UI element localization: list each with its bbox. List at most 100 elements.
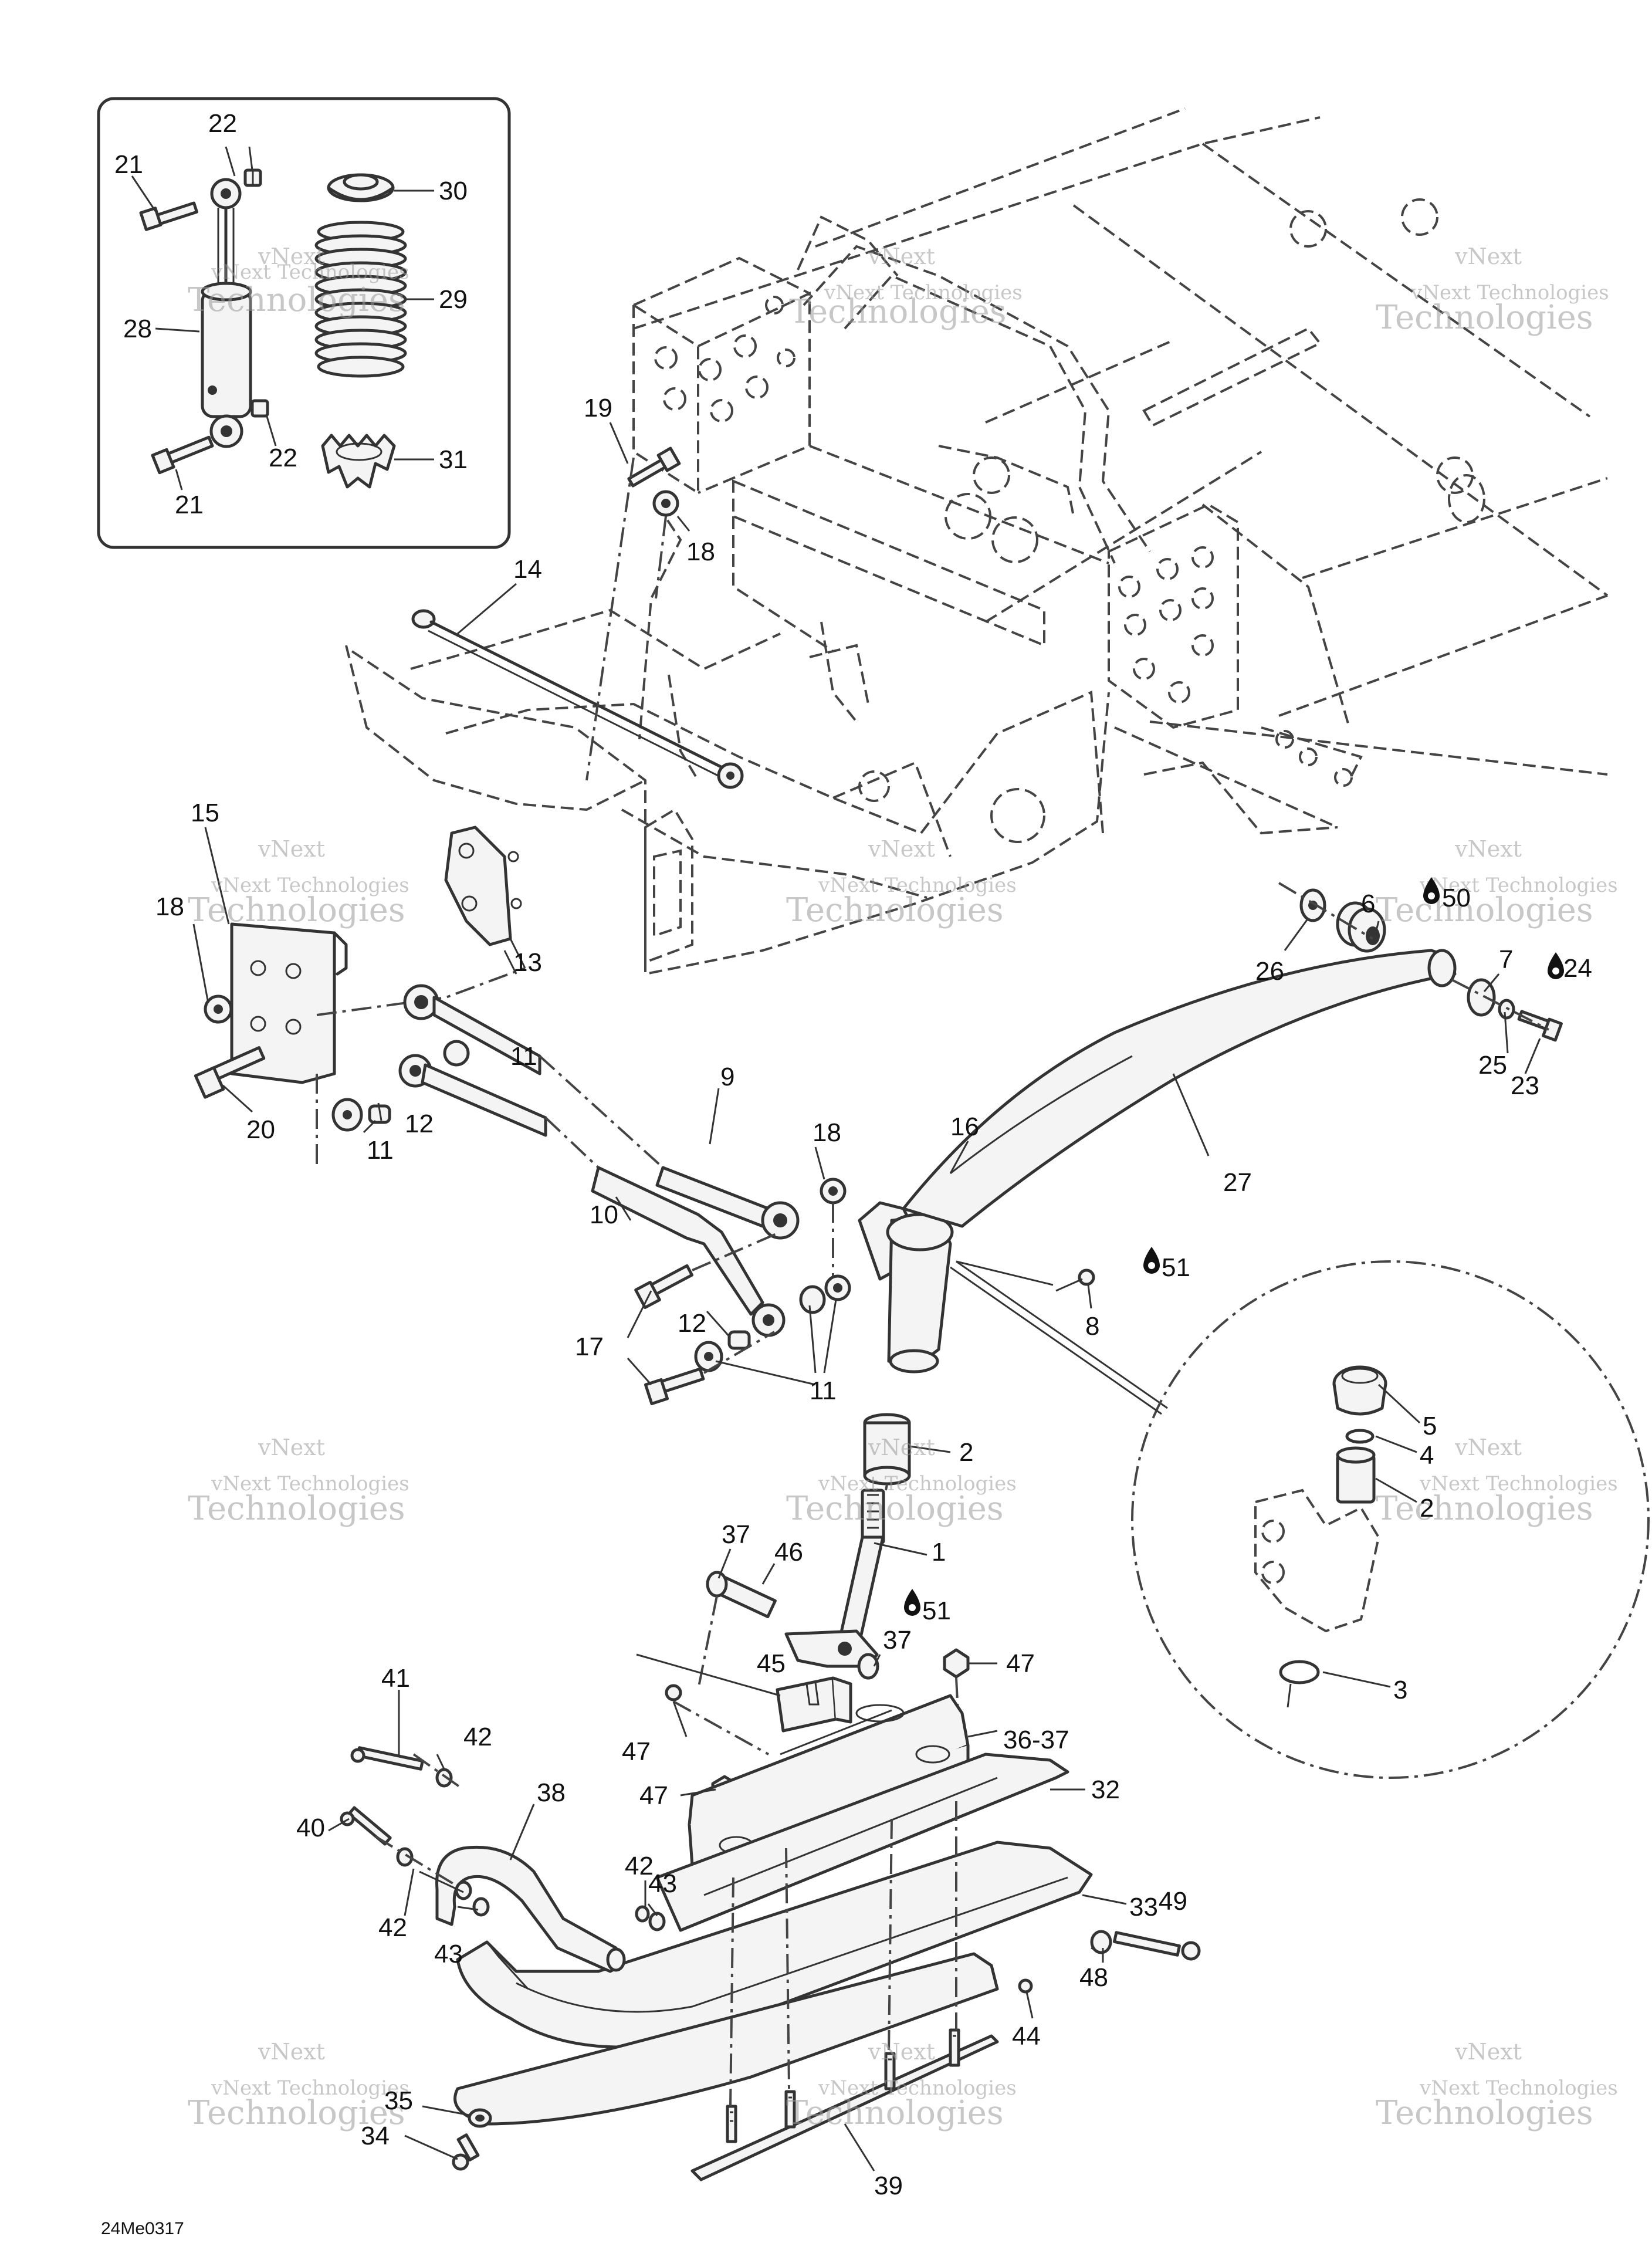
callout-33: 33 (1129, 1893, 1158, 1922)
watermark-line2: vNext Technologies (211, 874, 409, 897)
callout-18-middle: 18 (813, 1118, 841, 1147)
callout-36-37: 36-37 (1003, 1726, 1069, 1754)
bushing-2-detail (1336, 1446, 1376, 1504)
callout-49: 49 (1159, 1887, 1187, 1916)
callout-45: 45 (757, 1649, 786, 1678)
watermark-line1: vNext (258, 1435, 325, 1460)
watermark-line3: Technologies (188, 281, 405, 319)
spring-29 (314, 221, 407, 378)
washer-42-right (635, 1905, 650, 1923)
watermark-line3: Technologies (789, 293, 1007, 331)
callout-32: 32 (1091, 1775, 1120, 1804)
ski-handle-38 (435, 1845, 626, 1973)
watermark-line1: vNext (258, 2039, 325, 2065)
watermark-mid-right: vNext vNext Technologies Technologies (1376, 836, 1618, 929)
watermark-line2: vNext Technologies (1410, 281, 1609, 305)
callout-21-bottom: 21 (175, 490, 204, 519)
watermark-line3: Technologies (786, 891, 1004, 929)
callout-3: 3 (1393, 1676, 1407, 1704)
callout-20: 20 (246, 1115, 275, 1144)
drop-icon (1423, 877, 1440, 904)
nut-47-right (943, 1648, 970, 1679)
bolt-20 (194, 1046, 266, 1099)
watermark-line2: vNext Technologies (211, 1472, 409, 1496)
spring-cup-30 (327, 173, 395, 202)
callout-48: 48 (1079, 1963, 1108, 1992)
callout-23: 23 (1511, 1071, 1539, 1100)
callout-12-right: 12 (678, 1309, 706, 1338)
drawing-code: 24Me0317 (101, 2219, 184, 2238)
bracket-13 (444, 826, 526, 969)
bolt-21-top (139, 201, 199, 231)
watermark-line3: Technologies (188, 891, 405, 929)
watermark-lower-center: vNext vNext Technologies Technologies (786, 1435, 1017, 1528)
spindle-housing (858, 1154, 964, 1374)
callout-2-detail: 2 (1420, 1494, 1434, 1523)
nut-43-left (472, 1897, 490, 1917)
washer-3-detail (1279, 1660, 1320, 1684)
ski-33 (456, 1841, 1093, 2049)
watermark-line2: vNext Technologies (1419, 874, 1618, 897)
sleeve-12-right (727, 1330, 751, 1350)
watermark-line2: vNext Technologies (824, 281, 1023, 305)
ski-runner-32 (655, 1753, 1069, 1932)
callout-18-top: 18 (686, 537, 715, 566)
watermark-line1: vNext (258, 836, 325, 862)
watermark-bottom-right: vNext vNext Technologies Technologies (1376, 2039, 1618, 2132)
shock-inset (97, 97, 511, 549)
watermark-top-right: vNext vNext Technologies Technologies (1376, 243, 1609, 337)
callout-11-left: 11 (367, 1136, 394, 1165)
nut-18-middle (820, 1178, 847, 1205)
stopper-45 (776, 1676, 852, 1733)
callout-7: 7 (1499, 945, 1513, 974)
callout-30: 30 (439, 177, 468, 205)
grease-fitting-8 (1078, 1268, 1095, 1286)
detail-circle (950, 1260, 1650, 1779)
washer-37-right (857, 1653, 879, 1680)
nut-44 (1018, 1978, 1033, 1994)
callout-47-mid: 47 (622, 1737, 651, 1766)
watermark-top-center: vNext vNext Technologies Technologies (789, 243, 1023, 331)
watermark-line1: vNext (868, 836, 935, 862)
lower-arm-10 (398, 1054, 786, 1337)
nut-22-top (243, 168, 262, 187)
callout-labels: 1 2 2 3 4 5 6 7 8 9 10 11 11 11 12 12 13… (114, 109, 1592, 2200)
callout-46: 46 (774, 1538, 803, 1567)
watermark-line2: vNext Technologies (1419, 2076, 1618, 2100)
watermark-line3: Technologies (1376, 891, 1593, 929)
callout-47-lower: 47 (639, 1781, 668, 1810)
watermark-bottom-left: vNext vNext Technologies Technologies (188, 2039, 409, 2132)
callout-28: 28 (123, 314, 152, 343)
callout-38: 38 (537, 1778, 566, 1807)
callout-37-left: 37 (722, 1520, 750, 1549)
nut-18-top (652, 490, 679, 517)
clip-4 (1345, 1429, 1375, 1444)
drop-icon (904, 1589, 920, 1616)
watermark-line3: Technologies (1376, 1490, 1593, 1528)
callout-13: 13 (513, 948, 542, 977)
watermark-line1: vNext (1454, 243, 1522, 269)
bolt-40 (340, 1806, 392, 1846)
watermark-line3: Technologies (1376, 299, 1593, 337)
callout-22-bottom: 22 (269, 444, 297, 472)
inset-frame (97, 97, 511, 549)
carbide-39 (690, 2028, 999, 2181)
nut-18-left (204, 994, 233, 1024)
callout-4: 4 (1420, 1441, 1434, 1470)
callout-34: 34 (361, 2122, 390, 2150)
bushing-11-right (694, 1341, 723, 1372)
callout-10: 10 (590, 1200, 618, 1229)
upper-arm-9 (403, 984, 800, 1240)
callout-41: 41 (381, 1664, 410, 1693)
nut-22-bottom (250, 399, 269, 418)
callout-31: 31 (439, 445, 468, 474)
callout-42-left: 42 (378, 1913, 407, 1942)
watermark-lower-right: vNext vNext Technologies Technologies (1376, 1435, 1618, 1528)
nut-42-top (435, 1768, 453, 1788)
grease-ref-24 (1548, 952, 1564, 979)
callout-26: 26 (1255, 957, 1284, 986)
washer-37-left (706, 1571, 728, 1598)
callout-51-bottom: 51 (922, 1596, 951, 1625)
callout-25: 25 (1478, 1051, 1507, 1080)
watermark-line1: vNext (1454, 836, 1522, 862)
